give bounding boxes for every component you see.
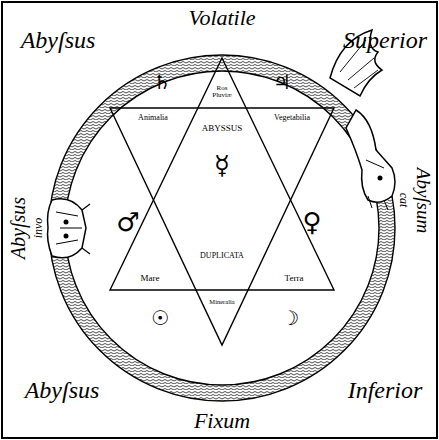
planet-symbol: ☉ [151,308,169,328]
right-dragon [330,30,395,210]
corner-word: Superior [343,28,427,52]
star-point-label: Mare [141,274,160,283]
planet-symbol: ♂ [116,209,139,235]
planet-symbol: ♄ [153,72,171,92]
star-point-label: Mineralia [209,299,234,306]
side-word: cat [398,193,410,208]
planet-symbol: ♀ [302,209,321,235]
side-word: invo [32,218,44,239]
hexagram [110,58,334,345]
left-dragon-head [48,199,91,258]
planet-symbol: ☿ [214,152,230,178]
dragon-body [57,63,387,393]
star-point-label: Animalia [138,114,168,122]
center-label: ABYSSUS [202,124,243,133]
planet-symbol: ♃ [273,72,291,92]
center-label: DUPLICATA [200,252,244,260]
planet-symbol: ☽ [281,308,299,328]
region-word: Volatile [188,7,255,29]
region-word: Fixum [194,410,250,432]
star-point-label: Vegetabilia [274,114,310,122]
corner-word: Abyſsus [25,378,100,402]
star-point-label: Terra [285,274,304,283]
corner-word: Abyſsus [21,28,96,52]
star-point-label: Ros Pluviæ [209,85,235,100]
side-word: Abyſsum [415,167,434,232]
side-word: Abyſsus [8,197,28,259]
corner-word: Inferior [348,378,423,402]
